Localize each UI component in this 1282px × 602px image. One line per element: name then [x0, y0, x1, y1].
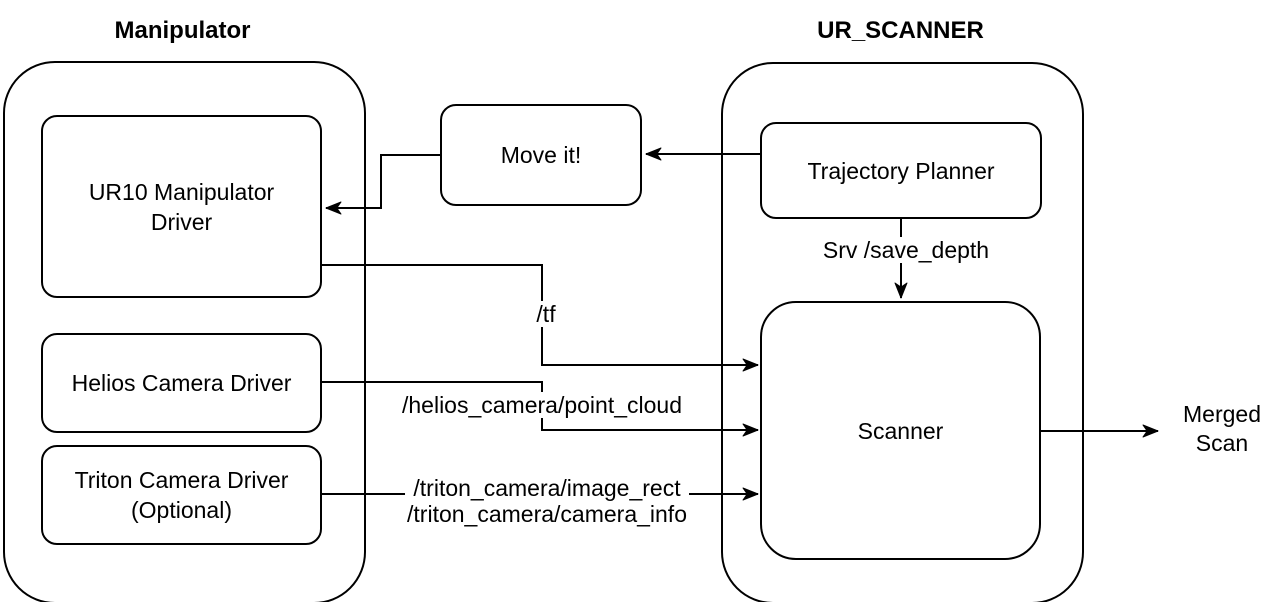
merged-scan-line1: Merged: [1183, 401, 1261, 427]
moveit-node: Move it!: [440, 104, 642, 206]
ur-scanner-group-title: UR_SCANNER: [817, 17, 984, 44]
helios-point-cloud-edge-label: /helios_camera/point_cloud: [399, 392, 685, 418]
ur10-label-line2: Driver: [150, 208, 213, 235]
triton-label-line1: Triton Camera Driver: [74, 467, 289, 493]
triton-topics-edge-label: /triton_camera/image_rect /triton_camera…: [405, 475, 689, 527]
ur10-label-line1: UR10 Manipulator: [88, 178, 275, 205]
ur10-manipulator-driver-node: UR10 Manipulator Driver: [41, 115, 322, 298]
helios-camera-driver-node: Helios Camera Driver: [41, 333, 322, 433]
trajectory-label: Trajectory Planner: [807, 157, 995, 184]
save-depth-edge-label: Srv /save_depth: [820, 237, 992, 263]
triton-label-line2: (Optional): [131, 497, 232, 523]
manipulator-group-title: Manipulator: [114, 17, 251, 44]
tf-edge-label: /tf: [534, 301, 558, 327]
triton-image-rect-edge-label: /triton_camera/image_rect: [413, 475, 681, 501]
moveit-label: Move it!: [500, 142, 582, 168]
triton-camera-driver-node: Triton Camera Driver (Optional): [41, 445, 322, 545]
triton-camera-info-edge-label: /triton_camera/camera_info: [407, 501, 687, 527]
scanner-label: Scanner: [857, 417, 944, 444]
trajectory-planner-node: Trajectory Planner: [760, 122, 1042, 219]
scanner-node: Scanner: [760, 301, 1041, 560]
helios-label: Helios Camera Driver: [71, 370, 292, 396]
merged-scan-output-label: Merged Scan: [1183, 400, 1261, 458]
merged-scan-line2: Scan: [1195, 430, 1249, 456]
